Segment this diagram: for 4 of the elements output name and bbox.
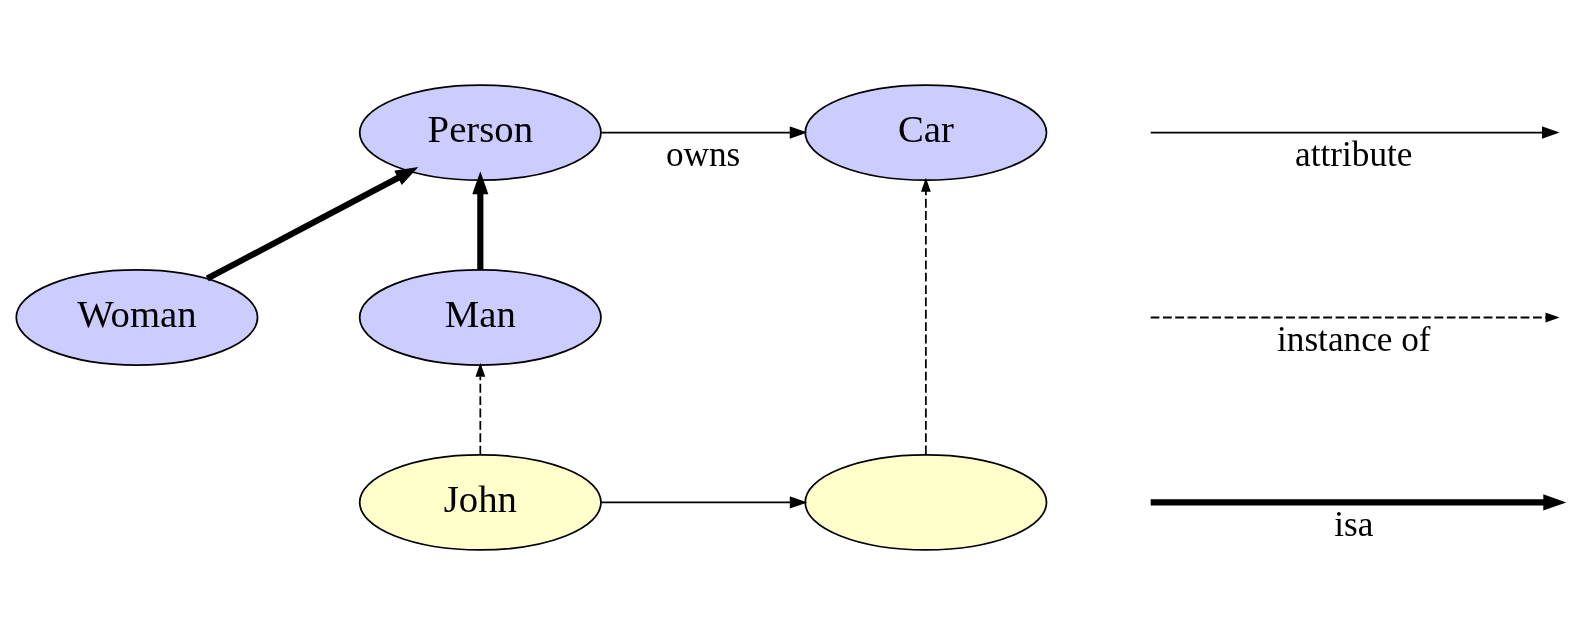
legend-label: attribute	[1295, 135, 1413, 175]
edge-label: owns	[665, 135, 741, 175]
legend-label: instance of	[1277, 319, 1431, 359]
legend-label: isa	[1334, 504, 1374, 544]
